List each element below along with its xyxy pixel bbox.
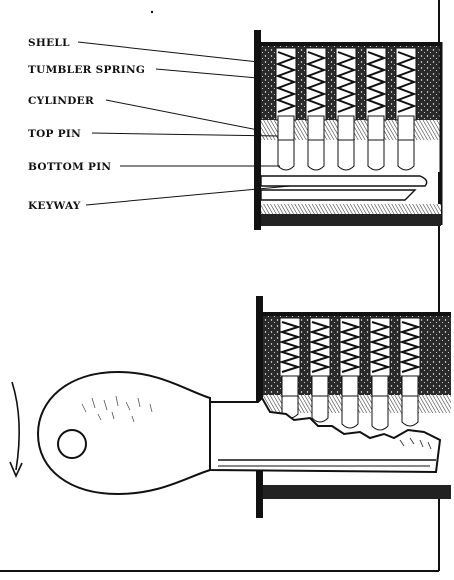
label-keyway: KEYWAY	[28, 200, 81, 212]
keyway-slot	[260, 175, 428, 201]
pin-stack-4	[365, 47, 387, 171]
bottom-pin	[341, 395, 359, 429]
key-hole	[57, 429, 87, 459]
shell-top-edge	[261, 42, 441, 46]
key	[36, 370, 442, 496]
tumbler-spring	[335, 51, 357, 113]
tumbler-spring	[395, 51, 417, 113]
pin-stack-4	[368, 317, 392, 431]
pin-stack-1	[278, 317, 302, 419]
bottom-pin	[371, 395, 389, 431]
pin-stack-1	[275, 47, 297, 171]
key-bow-texture	[81, 395, 153, 423]
top-pin	[307, 115, 325, 141]
top-pin	[311, 375, 329, 397]
key-tip-texture	[399, 437, 432, 450]
rotation-arrow-icon	[11, 381, 20, 471]
bottom-pin	[307, 139, 325, 171]
bottom-pin	[397, 139, 415, 171]
bottom-pin	[337, 139, 355, 171]
pin-stack-3	[338, 317, 362, 429]
bottom-pin	[401, 395, 419, 427]
leader-keyway	[85, 185, 291, 206]
key-bow	[36, 370, 211, 496]
leader-shell	[77, 41, 259, 63]
top-pin	[281, 375, 299, 397]
top-pin	[341, 375, 359, 397]
shell-bottom	[261, 214, 441, 226]
label-bottom-pin: BOTTOM PIN	[28, 161, 111, 173]
leader-tumbler-spring	[155, 68, 259, 79]
pin-stack-2	[305, 47, 327, 171]
top-pin	[397, 115, 415, 141]
key-blade	[209, 396, 442, 474]
bottom-pin	[311, 395, 329, 423]
tumbler-spring	[365, 51, 387, 113]
shell-bottom	[263, 485, 451, 499]
label-top-pin: TOP PIN	[28, 128, 81, 140]
pin-stack-5	[398, 317, 422, 427]
bottom-pin	[277, 139, 295, 171]
cylinder-lower-band	[261, 204, 441, 214]
tumbler-spring	[368, 321, 392, 373]
tumbler-spring	[338, 321, 362, 373]
top-pin	[371, 375, 389, 397]
tumbler-spring	[305, 51, 327, 113]
scan-speck	[150, 10, 154, 14]
pin-stack-2	[308, 317, 332, 423]
label-cylinder: CYLINDER	[28, 95, 94, 107]
pin-stack-3	[335, 47, 357, 171]
tumbler-spring	[308, 321, 332, 373]
shell-top-edge	[263, 312, 451, 316]
tumbler-spring	[278, 321, 302, 373]
label-shell: SHELL	[28, 37, 70, 49]
top-pin	[401, 375, 419, 397]
bottom-pin	[367, 139, 385, 171]
rotation-arrow-head	[9, 461, 23, 478]
top-pin	[277, 115, 295, 141]
leader-top-pin	[91, 132, 279, 137]
pin-stack-5	[395, 47, 417, 171]
tumbler-spring	[275, 51, 297, 113]
top-pin	[367, 115, 385, 141]
leader-cylinder	[105, 99, 259, 131]
top-pin	[337, 115, 355, 141]
lock-bottom-figure	[9, 296, 451, 518]
lock-top-figure: SHELL TUMBLER SPRING CYLINDER TOP PIN BO…	[28, 30, 443, 230]
tumbler-spring	[398, 321, 422, 373]
label-tumbler-spring: TUMBLER SPRING	[28, 64, 145, 76]
